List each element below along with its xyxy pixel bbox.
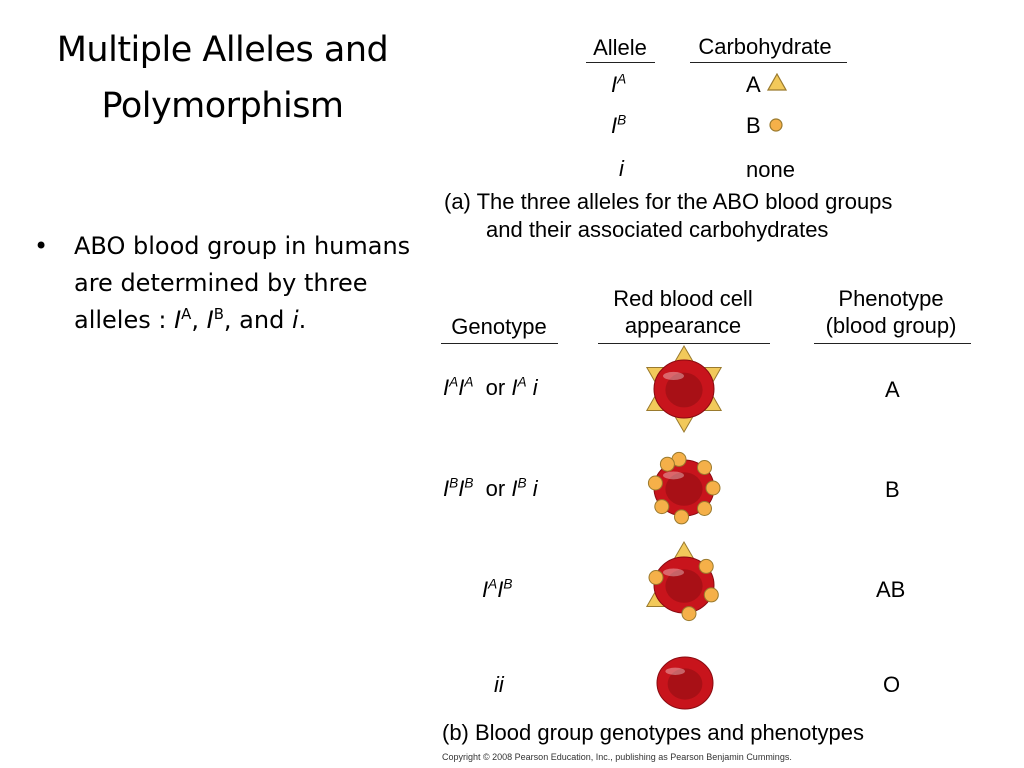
header-appearance-line-1: Red blood cell bbox=[613, 286, 753, 311]
genotype-a-3-sup: A bbox=[517, 374, 527, 390]
header-allele: Allele bbox=[593, 35, 647, 60]
genotype-row-b: IBIB or IB i bbox=[443, 476, 538, 502]
allele-i: i bbox=[291, 306, 299, 334]
bullet-sep-2: , and bbox=[223, 306, 292, 334]
cell-center bbox=[665, 472, 703, 506]
header-allele-rule bbox=[586, 62, 655, 63]
genotype-b-or: or bbox=[485, 476, 506, 501]
bullet-marker: • bbox=[34, 232, 49, 260]
allele-row-ia: IA bbox=[611, 72, 626, 98]
genotype-b-2: I bbox=[458, 476, 465, 501]
antigen-b-circle bbox=[703, 587, 719, 603]
title-line-1: Multiple Alleles and bbox=[56, 30, 389, 70]
antigen-b-circle bbox=[698, 558, 714, 574]
cell-highlight bbox=[663, 568, 684, 577]
antigen-b-circle bbox=[705, 480, 721, 496]
cell-with-circles bbox=[647, 451, 721, 525]
genotype-a-2-sup: A bbox=[464, 374, 474, 390]
header-carbohydrate-rule bbox=[690, 62, 847, 63]
phenotype-a: A bbox=[885, 377, 900, 402]
genotype-a-4: i bbox=[526, 375, 538, 400]
genotype-b-3-sup: B bbox=[517, 475, 527, 491]
genotype-a-1-sup: A bbox=[449, 374, 459, 390]
genotype-a-1: I bbox=[443, 375, 450, 400]
cell-with-triangles-and-circles bbox=[645, 541, 719, 622]
genotype-ab-1-sup: A bbox=[488, 576, 498, 592]
bullet-sep-1: , bbox=[191, 306, 207, 334]
carb-row-b: B bbox=[746, 113, 761, 138]
copyright-notice: Copyright © 2008 Pearson Education, Inc.… bbox=[442, 752, 792, 762]
genotype-ab-2-sup: B bbox=[503, 576, 513, 592]
header-phenotype-rule bbox=[814, 343, 971, 344]
genotype-row-o: ii bbox=[494, 672, 504, 697]
antigen-b-circle bbox=[681, 606, 697, 622]
slide-title: Multiple Alleles and Polymorphism bbox=[20, 22, 425, 134]
cell-center bbox=[665, 372, 703, 408]
header-genotype: Genotype bbox=[451, 314, 547, 339]
circle-icon bbox=[769, 118, 783, 132]
genotype-a-2: I bbox=[458, 375, 465, 400]
antigen-b-circle bbox=[697, 501, 712, 516]
header-appearance-rule bbox=[598, 343, 770, 344]
bullet-text-intro: ABO blood group in humans are determined… bbox=[74, 232, 411, 334]
cell-highlight bbox=[663, 371, 684, 381]
title-line-2: Polymorphism bbox=[101, 86, 344, 126]
carb-row-a: A bbox=[746, 72, 761, 97]
genotype-b-3: I bbox=[511, 476, 518, 501]
genotype-a-or: or bbox=[485, 375, 506, 400]
antigen-b-circle bbox=[647, 475, 663, 491]
genotype-ab-1: I bbox=[482, 577, 489, 602]
antigen-b-circle bbox=[674, 509, 689, 525]
genotype-row-a: IAIA or IA i bbox=[443, 375, 538, 401]
genotype-b-4: i bbox=[526, 476, 538, 501]
allele-row-ia-sup: A bbox=[617, 71, 627, 87]
cell-highlight bbox=[663, 471, 684, 480]
phenotype-ab: AB bbox=[876, 577, 906, 602]
header-appearance: Red blood cell appearance bbox=[596, 285, 770, 339]
allele-ia-base: I bbox=[174, 306, 182, 334]
cell-center bbox=[667, 668, 703, 700]
header-carbohydrate: Carbohydrate bbox=[698, 34, 832, 59]
antigen-b-circle bbox=[659, 456, 675, 472]
bullet-end: . bbox=[298, 306, 307, 334]
allele-ia-sup: A bbox=[181, 305, 192, 323]
header-phenotype: Phenotype (blood group) bbox=[810, 285, 972, 339]
antigen-b-circle bbox=[648, 570, 664, 585]
plain-cell bbox=[656, 656, 714, 710]
genotype-b-1: I bbox=[443, 476, 450, 501]
bullet-text: ABO blood group in humans are determined… bbox=[74, 228, 429, 339]
genotype-b-1-sup: B bbox=[449, 475, 459, 491]
genotype-ab-2: I bbox=[497, 577, 504, 602]
antigen-b-circle bbox=[654, 499, 670, 515]
allele-row-ib: IB bbox=[611, 113, 626, 139]
phenotype-o: O bbox=[883, 672, 901, 697]
caption-a-line-1: (a) The three alleles for the ABO blood … bbox=[444, 189, 893, 214]
caption-b: (b) Blood group genotypes and phenotypes bbox=[442, 720, 864, 745]
phenotype-b: B bbox=[885, 477, 900, 502]
allele-row-ib-sup: B bbox=[617, 112, 627, 128]
genotype-row-ab: IAIB bbox=[482, 577, 512, 603]
allele-ib-base: I bbox=[206, 306, 214, 334]
header-genotype-rule bbox=[441, 343, 558, 344]
caption-a-line-2: and their associated carbohydrates bbox=[486, 217, 829, 242]
allele-row-ib-base: I bbox=[611, 113, 618, 138]
header-phenotype-line-2: (blood group) bbox=[825, 313, 957, 338]
antigen-b-circle bbox=[697, 460, 712, 475]
allele-row-ia-base: I bbox=[611, 72, 618, 97]
genotype-a-3: I bbox=[511, 375, 518, 400]
cell-center bbox=[665, 569, 703, 603]
genotype-b-2-sup: B bbox=[464, 475, 474, 491]
cell-with-triangles bbox=[645, 345, 723, 433]
header-phenotype-line-1: Phenotype bbox=[838, 286, 944, 311]
allele-row-i: i bbox=[619, 156, 624, 181]
allele-ib-sup: B bbox=[213, 305, 224, 323]
cell-highlight bbox=[665, 667, 685, 675]
carb-row-none: none bbox=[746, 157, 795, 182]
header-appearance-line-2: appearance bbox=[624, 313, 742, 338]
triangle-icon bbox=[767, 73, 787, 91]
